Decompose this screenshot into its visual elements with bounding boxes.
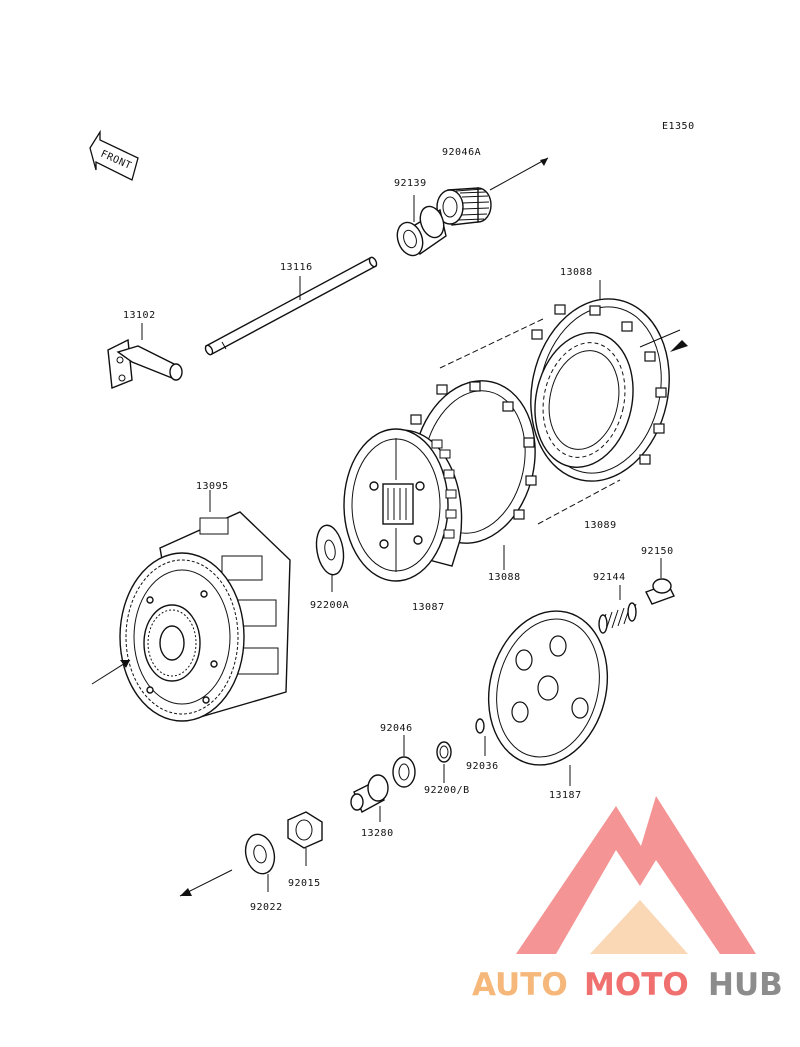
label-92200a: 92200A xyxy=(310,600,349,611)
label-13088-top: 13088 xyxy=(560,267,593,278)
label-13088-mid: 13088 xyxy=(488,572,521,583)
spring-92144 xyxy=(598,585,637,634)
part-labels: 92046A 92139 13116 13088 13102 13095 130… xyxy=(123,147,674,913)
bolt-92150 xyxy=(645,558,675,605)
label-92046: 92046 xyxy=(380,723,413,734)
washer-92200b xyxy=(436,741,452,783)
diagram-code: E1350 xyxy=(662,121,695,132)
label-92150: 92150 xyxy=(641,546,674,557)
label-13187: 13187 xyxy=(549,790,582,801)
needle-bearing-92046a xyxy=(436,157,549,226)
logo-text-hub: HUB xyxy=(708,967,783,1003)
pusher-13280 xyxy=(350,774,389,822)
friction-plate-13088-top xyxy=(530,280,688,482)
label-92015: 92015 xyxy=(288,878,321,889)
washer-92200a xyxy=(315,524,345,592)
label-13280: 13280 xyxy=(361,828,394,839)
nut-92015 xyxy=(287,811,323,866)
front-arrow-icon: FRONT xyxy=(89,129,139,181)
clutch-hub-13087 xyxy=(343,428,463,582)
label-92144: 92144 xyxy=(593,572,626,583)
logo-text-auto: AUTO xyxy=(472,967,568,1003)
label-13087: 13087 xyxy=(412,602,445,613)
label-92036: 92036 xyxy=(466,761,499,772)
push-rod-13116 xyxy=(204,256,378,356)
pressure-plate-13187 xyxy=(487,610,609,786)
logo-text-moto: MOTO xyxy=(584,967,689,1003)
label-13116: 13116 xyxy=(280,262,313,273)
release-lever-13102 xyxy=(107,323,183,389)
clutch-housing-13095 xyxy=(91,490,291,722)
washer-92022 xyxy=(179,833,276,897)
label-92139: 92139 xyxy=(394,178,427,189)
label-92022: 92022 xyxy=(250,902,283,913)
sleeve-92139 xyxy=(396,195,447,257)
label-13095: 13095 xyxy=(196,481,229,492)
label-92046a: 92046A xyxy=(442,147,481,158)
circlip-92036 xyxy=(475,718,486,756)
automotohub-logo: AUTO MOTO HUB xyxy=(472,796,783,1003)
label-92200b: 92200/B xyxy=(424,785,470,796)
label-13089: 13089 xyxy=(584,520,617,531)
bearing-92046 xyxy=(392,735,416,788)
label-13102: 13102 xyxy=(123,310,156,321)
